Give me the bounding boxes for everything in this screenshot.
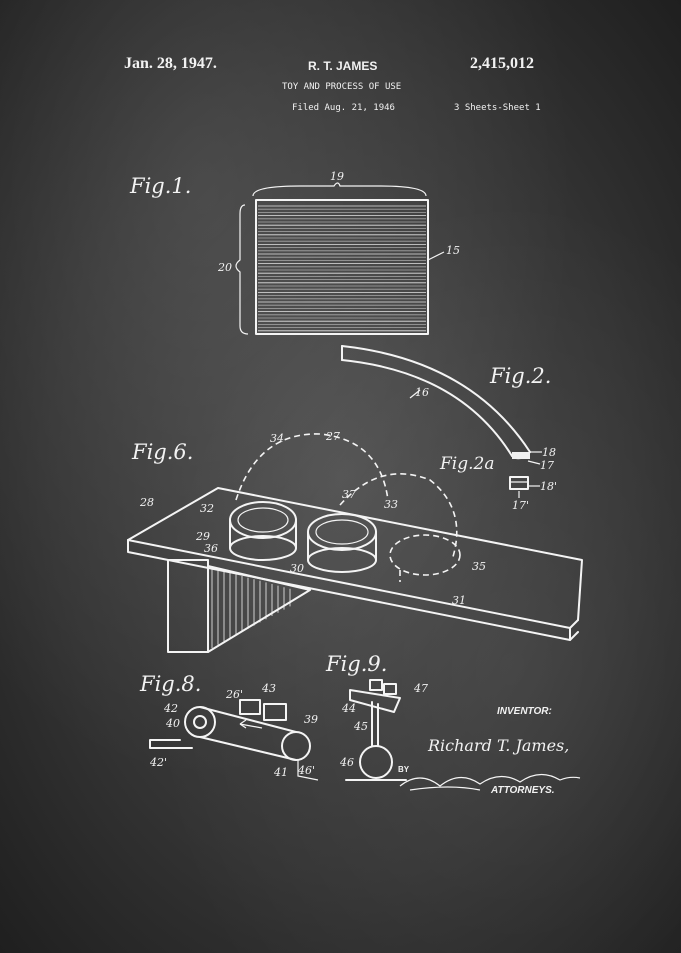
ref-31: 31 <box>452 594 466 607</box>
inventor-short: R. T. JAMES <box>308 59 378 73</box>
inventor-name: Richard T. James, <box>428 736 570 755</box>
sheet-count: 3 Sheets-Sheet 1 <box>454 103 541 113</box>
fig2-strip-drawing <box>341 345 542 465</box>
attorneys-label: ATTORNEYS. <box>491 785 555 796</box>
fig1-label: Fig.1. <box>130 174 192 198</box>
ref-28: 28 <box>140 496 154 509</box>
inventor-label: INVENTOR: <box>497 706 552 717</box>
ref-43: 43 <box>262 682 276 695</box>
ref-18-prime: 18' <box>540 480 558 493</box>
patent-title: TOY AND PROCESS OF USE <box>282 82 402 92</box>
ref-16: 16 <box>415 386 429 399</box>
ref-45: 45 <box>354 720 368 733</box>
ref-37: 37 <box>342 488 356 501</box>
patent-date: Jan. 28, 1947. <box>124 55 217 72</box>
ref-33: 33 <box>384 498 398 511</box>
ref-17-prime: 17' <box>512 499 530 512</box>
ref-34: 34 <box>270 432 284 445</box>
ref-41: 41 <box>274 766 288 779</box>
fig2a-detail-drawing <box>509 476 540 498</box>
ref-17: 17 <box>540 459 554 472</box>
ref-42: 42 <box>164 702 178 715</box>
ref-44: 44 <box>342 702 356 715</box>
ref-39: 39 <box>304 713 318 726</box>
fig2a-label: Fig.2a <box>440 454 495 474</box>
patent-number: 2,415,012 <box>470 55 534 72</box>
ref-40: 40 <box>166 717 180 730</box>
ref-30: 30 <box>290 562 304 575</box>
fig9-label: Fig.9. <box>326 652 388 676</box>
fig9-drawing <box>345 679 407 781</box>
ref-20: 20 <box>218 261 232 274</box>
ref-36: 36 <box>204 542 218 555</box>
ref-18: 18 <box>542 446 556 459</box>
fig6-staircase-drawing <box>127 433 583 653</box>
ref-46: 46 <box>340 756 354 769</box>
ref-35: 35 <box>472 560 486 573</box>
ref-29: 29 <box>196 530 210 543</box>
ref-32: 32 <box>200 502 214 515</box>
fig2-label: Fig.2. <box>490 364 552 388</box>
ref-46-prime: 46' <box>298 764 316 777</box>
ref-42-prime: 42' <box>150 756 168 769</box>
fig8-drawing <box>149 699 319 781</box>
fig1-spring-drawing <box>235 182 445 335</box>
by-label: BY <box>398 765 410 774</box>
ref-27: 27 <box>326 430 340 443</box>
fig6-label: Fig.6. <box>132 440 194 464</box>
filed-date: Filed Aug. 21, 1946 <box>292 103 395 113</box>
attorney-signature <box>399 773 581 791</box>
ref-47: 47 <box>414 682 428 695</box>
ref-26-prime: 26' <box>226 688 244 701</box>
ref-15: 15 <box>446 244 460 257</box>
ref-19: 19 <box>330 170 344 183</box>
fig8-label: Fig.8. <box>140 672 202 696</box>
